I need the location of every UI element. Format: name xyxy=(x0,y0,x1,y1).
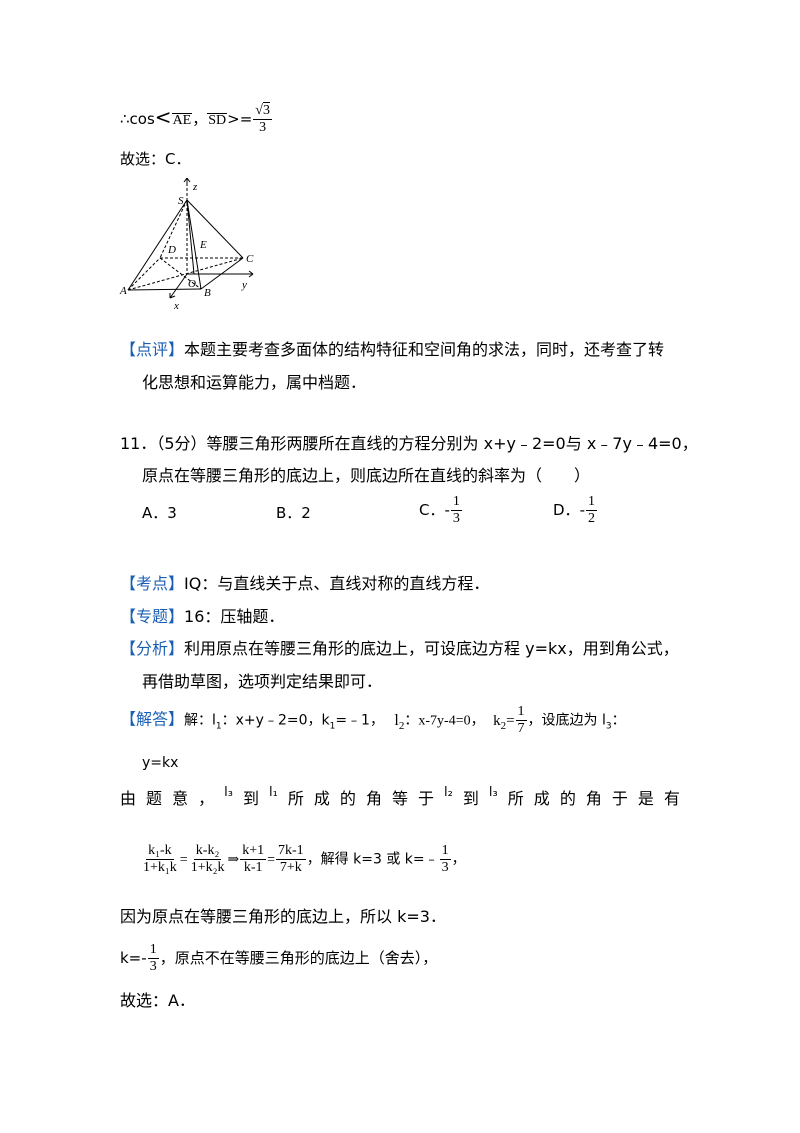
comment-line-2: 化思想和运算能力，属中档题． xyxy=(142,373,367,392)
choice-c: 故选：C． xyxy=(120,150,191,168)
comment-tag: 【点评】 xyxy=(120,340,185,359)
zhuanti-tag: 【专题】 xyxy=(120,607,185,626)
because-line: 因为原点在等腰三角形的底边上，所以 k=3． xyxy=(120,907,446,926)
question-line-2: 原点在等腰三角形的底边上，则底边所在直线的斜率为（ ） xyxy=(142,466,591,485)
label-y: y xyxy=(241,279,247,291)
fenxi-tag: 【分析】 xyxy=(120,639,185,658)
pyramid-figure: z S D E C A O B x y xyxy=(119,178,254,312)
label-d: D xyxy=(167,244,176,256)
label-s: S xyxy=(178,195,184,207)
label-e: E xyxy=(199,239,207,251)
label-z: z xyxy=(192,181,198,193)
label-b: B xyxy=(204,287,211,299)
comment-line-1: 【点评】本题主要考查多面体的结构特征和空间角的求法，同时，还考查了转 xyxy=(120,340,665,359)
fenxi-line-1: 【分析】利用原点在等腰三角形的底边上，可设底边方程 y=kx，用到角公式， xyxy=(120,639,679,658)
option-a: A．3 xyxy=(142,504,177,522)
angle-bracket-right: >= xyxy=(227,110,253,129)
label-c: C xyxy=(246,253,254,265)
vector-ae: AE xyxy=(171,113,193,129)
choice-a: 故选：A． xyxy=(120,991,195,1010)
kaodian-tag: 【考点】 xyxy=(120,574,185,593)
jieda-line-2: y=kx xyxy=(142,755,179,771)
option-b: B．2 xyxy=(276,504,311,522)
question-line-1: 11．（5分）等腰三角形两腰所在直线的方程分别为 x+y﹣2=0与 x﹣7y﹣4… xyxy=(120,434,698,453)
jieda-line-1: 【解答】解：l1：x+y﹣2=0，k1=﹣1， l2：x-7y-4=0， k2=… xyxy=(120,704,626,737)
label-o: O xyxy=(188,278,196,290)
vector-sd: SD xyxy=(207,113,228,129)
kaodian-line: 【考点】IQ：与直线关于点、直线对称的直线方程． xyxy=(120,574,490,593)
fenxi-line-2: 再借助草图，选项判定结果即可． xyxy=(142,672,383,691)
cos-prefix: ∴cos xyxy=(120,110,155,129)
angle-bracket-left: < xyxy=(154,105,172,130)
jieda-tag: 【解答】 xyxy=(120,709,185,729)
label-x: x xyxy=(173,300,179,312)
zhuanti-line: 【专题】16：压轴题． xyxy=(120,607,285,626)
comma: ， xyxy=(192,110,208,129)
label-a: A xyxy=(119,285,127,297)
